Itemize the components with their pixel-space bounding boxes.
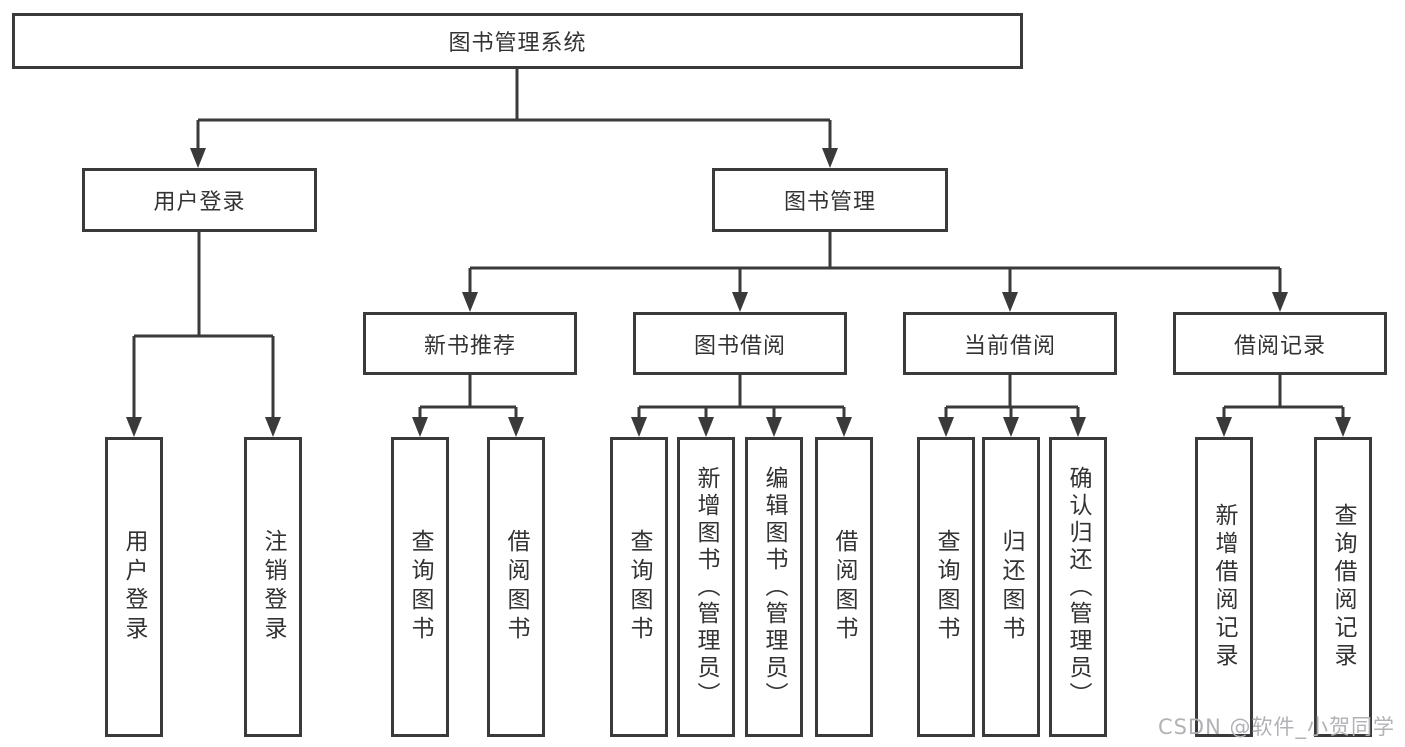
leaf-query-books-borrow: 查询图书 [610,437,668,737]
node-new-book-recommendation: 新书推荐 [363,312,577,375]
leaf-add-borrow-record: 新增借阅记录 [1195,437,1253,737]
leaf-confirm-return-admin: 确认归还（管理员） [1049,437,1107,737]
node-current-borrowing: 当前借阅 [903,312,1117,375]
leaf-query-books-current: 查询图书 [917,437,975,737]
leaf-logout: 注销登录 [244,437,302,737]
leaf-edit-books-admin: 编辑图书（管理员） [745,437,803,737]
leaf-add-books-admin: 新增图书（管理员） [677,437,735,737]
leaf-borrow-books: 借阅图书 [815,437,873,737]
leaf-return-books: 归还图书 [982,437,1040,737]
node-book-management: 图书管理 [712,168,948,232]
leaf-query-borrow-record: 查询借阅记录 [1314,437,1372,737]
leaf-user-login: 用户登录 [105,437,163,737]
node-library-management-system: 图书管理系统 [12,13,1023,69]
leaf-query-books-recommend: 查询图书 [391,437,449,737]
node-borrowing-records: 借阅记录 [1173,312,1387,375]
csdn-watermark: CSDN @软件_小贺同学 [1157,715,1395,739]
node-book-borrowing: 图书借阅 [633,312,847,375]
leaf-borrow-books-recommend: 借阅图书 [487,437,545,737]
arrowhead-icons [126,148,1351,437]
node-user-login: 用户登录 [82,168,317,232]
